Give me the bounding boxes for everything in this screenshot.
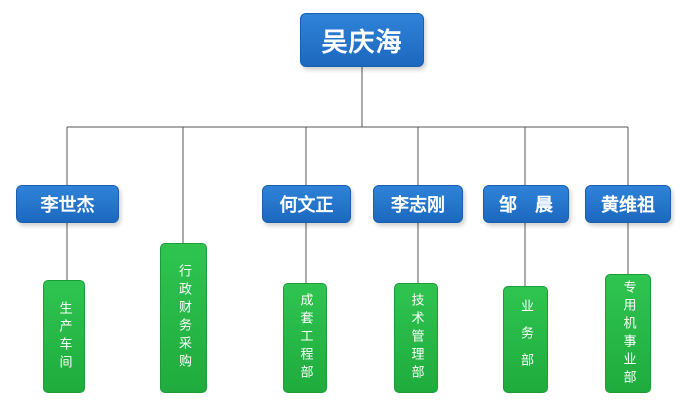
department-label: 生产车间	[56, 300, 72, 373]
root-label: 吴庆海	[321, 27, 403, 58]
department-label: 专用机事业部	[620, 279, 636, 388]
manager-node: 李志刚	[373, 185, 463, 223]
department-label: 技术管理部	[408, 293, 424, 383]
department-node: 专用机事业部	[605, 274, 651, 393]
manager-node: 邹 晨	[483, 185, 569, 223]
manager-label: 李世杰	[40, 195, 95, 216]
department-node: 行政财务采购	[160, 243, 207, 393]
department-node: 生产车间	[43, 280, 85, 393]
manager-label: 邹 晨	[499, 195, 553, 216]
root-node: 吴庆海	[300, 13, 424, 67]
department-node: 成套工程部	[283, 283, 327, 393]
department-label: 成套工程部	[297, 293, 313, 383]
manager-label: 黄维祖	[601, 195, 655, 216]
manager-node: 黄维祖	[585, 185, 671, 223]
department-node: 技术管理部	[394, 283, 438, 393]
department-label: 行政财务采购	[176, 264, 191, 372]
manager-label: 何文正	[279, 195, 334, 216]
department-node: 业务部	[503, 286, 548, 393]
department-label: 业务部	[518, 299, 533, 380]
manager-node: 何文正	[262, 185, 351, 223]
manager-label: 李志刚	[391, 195, 445, 216]
manager-node: 李世杰	[16, 185, 119, 223]
